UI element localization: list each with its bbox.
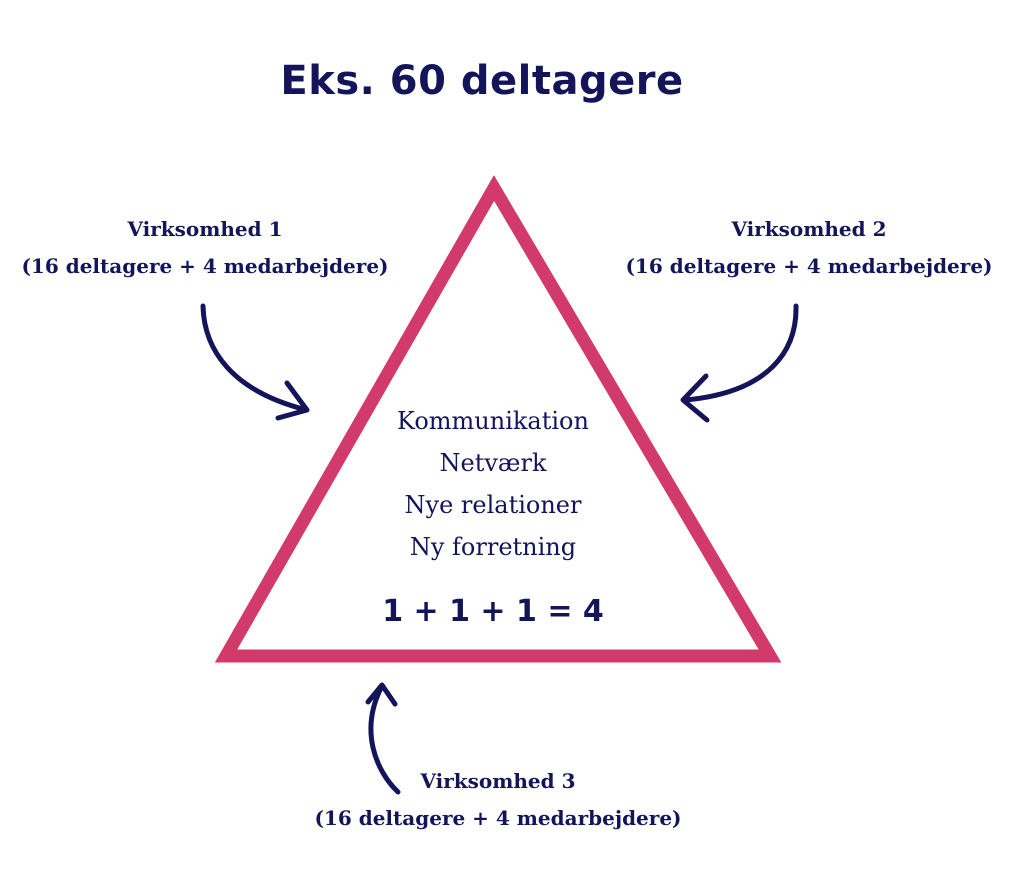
- triangle-outline: [214, 175, 782, 663]
- company-1-label: Virksomhed 1 (16 deltagere + 4 medarbejd…: [10, 211, 400, 285]
- benefit-item: Nye relationer: [404, 491, 582, 519]
- benefit-item: Netværk: [439, 449, 547, 477]
- arrow-company-3: [365, 682, 401, 795]
- equation: 1 + 1 + 1 = 4: [382, 594, 604, 629]
- company-2-label: Virksomhed 2 (16 deltagere + 4 medarbejd…: [612, 211, 1006, 285]
- diagram-title: Eks. 60 deltagere: [280, 58, 684, 104]
- benefit-item: Kommunikation: [397, 407, 589, 435]
- benefit-item: Ny forretning: [409, 533, 577, 561]
- company-3-detail: (16 deltagere + 4 medarbejdere): [314, 806, 682, 830]
- benefits-list: Kommunikation Netværk Nye relationer Ny …: [343, 400, 643, 568]
- company-1-name: Virksomhed 1: [127, 217, 283, 241]
- arrow-company-2: [680, 303, 799, 423]
- company-2-name: Virksomhed 2: [731, 217, 887, 241]
- company-3-label: Virksomhed 3 (16 deltagere + 4 medarbejd…: [302, 763, 694, 837]
- company-1-detail: (16 deltagere + 4 medarbejdere): [21, 254, 389, 278]
- arrow-company-1: [200, 303, 310, 421]
- company-2-detail: (16 deltagere + 4 medarbejdere): [625, 254, 993, 278]
- company-3-name: Virksomhed 3: [420, 769, 576, 793]
